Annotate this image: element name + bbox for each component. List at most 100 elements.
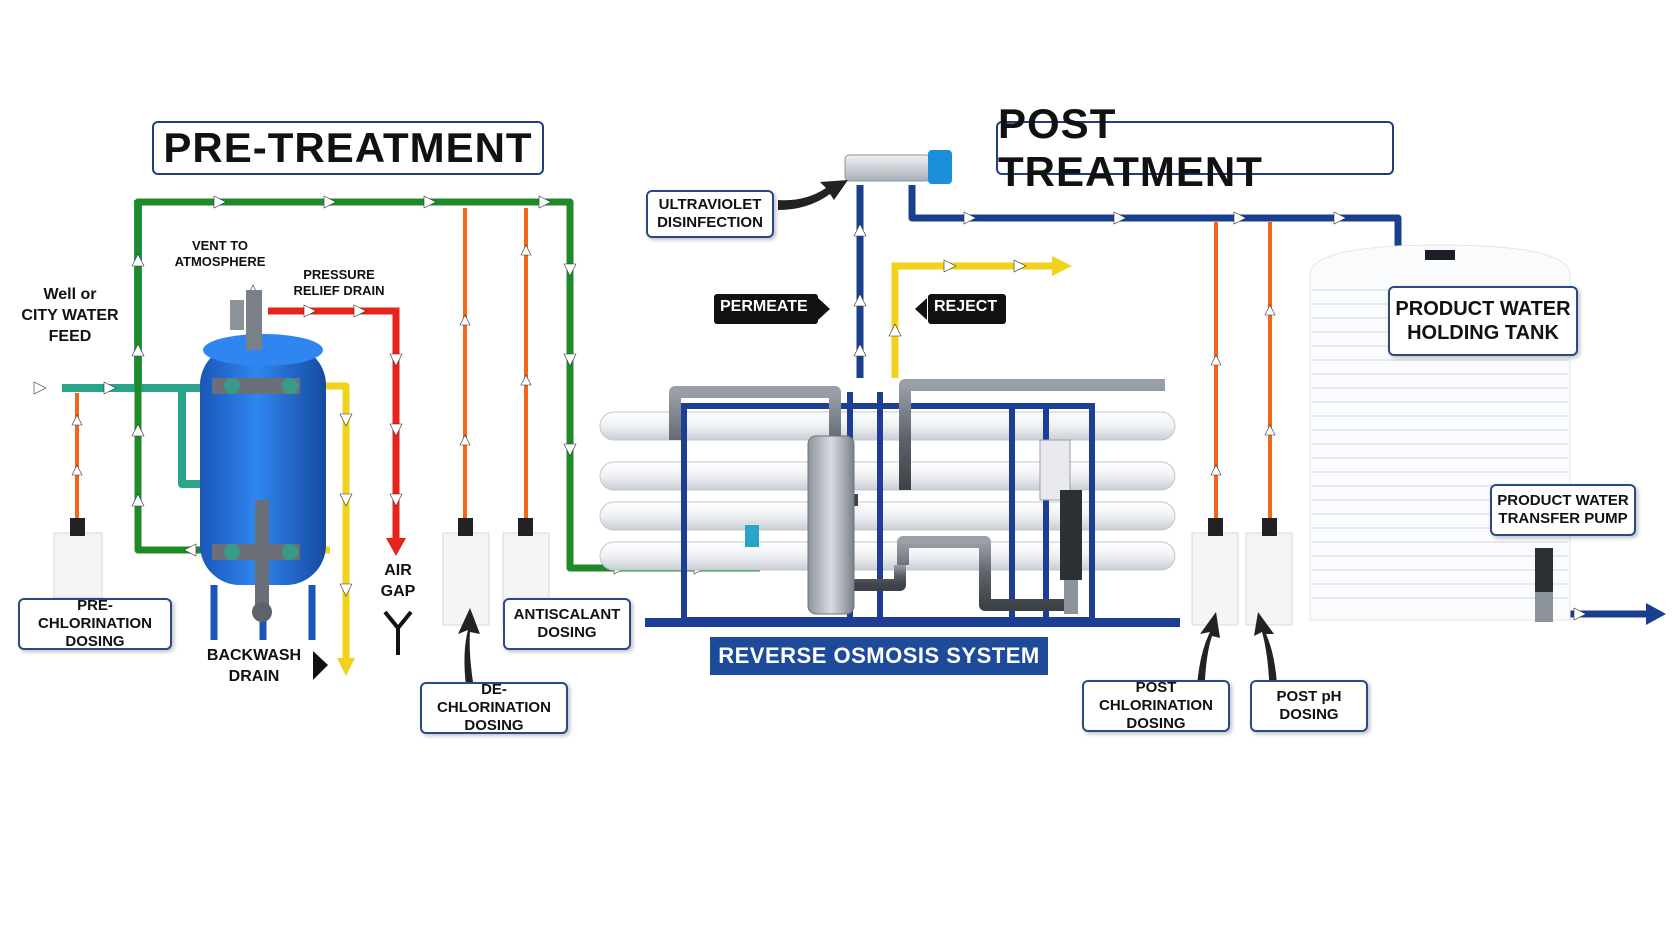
air-gap-line-2: GAP [380,583,416,600]
de-chlorination-line-1: DE-CHLORINATION [437,681,551,716]
flow-arrow-icon [853,223,867,237]
reject-pipe [891,262,1055,378]
flow-arrow-icon [1573,607,1587,621]
red-arrow-head [386,538,406,556]
product-tank-line-2: HOLDING TANK [1407,322,1559,344]
feed-line-1: Well or [43,286,97,303]
permeate-pointer-icon [818,298,830,320]
flow-arrow-icon [1333,211,1347,225]
flow-arrow-icon [963,211,977,225]
reject-pointer-icon [915,298,927,320]
uv-unit [844,150,952,184]
backwash-line-2: DRAIN [228,668,280,685]
pre-chlorination-label: PRE-CHLORINATION DOSING [18,597,172,650]
flow-arrow-icon [323,195,337,209]
flow-arrow-icon [303,304,317,318]
product-tank-label: PRODUCT WATER HOLDING TANK [1388,286,1578,356]
reject-tag: REJECT [928,294,1006,324]
flow-arrow-icon [943,259,957,273]
flow-arrow-icon [71,414,83,426]
air-gap-icon [383,610,413,655]
flow-arrow-icon [520,244,532,256]
vent-line-2: ATMOSPHERE [174,254,266,269]
flow-arrow-icon [131,343,145,357]
flow-arrow-icon [1233,211,1247,225]
flow-arrow-icon [1113,211,1127,225]
flow-arrow-icon [339,413,353,427]
flow-arrow-icon [538,195,552,209]
flow-arrow-icon [353,304,367,318]
post-chlorination-label: POST CHLORINATION DOSING [1082,679,1230,732]
vent-line-1: VENT TO [191,238,249,253]
pressure-line-1: PRESSURE [303,267,375,282]
flow-arrow-icon [853,293,867,307]
ro-system-banner: REVERSE OSMOSIS SYSTEM [710,637,1048,675]
ultraviolet-line-1: ULTRAVIOLET [658,196,762,213]
flow-arrow-icon [183,543,197,557]
pre-treatment-title: PRE-TREATMENT [152,121,544,175]
de-chlorination-label: DE-CHLORINATION DOSING [420,681,568,734]
flow-arrow-icon [71,464,83,476]
flow-arrow-icon [213,195,227,209]
flow-arrow-icon [131,423,145,437]
flow-arrow-icon [459,434,471,446]
post-treatment-title: POST TREATMENT [996,100,1394,195]
flow-arrow-icon [888,323,902,337]
multimedia-filter-vessel [200,290,326,640]
transfer-arrow-head [1646,603,1666,625]
vent-label: VENT TO ATMOSPHERE [160,238,280,270]
post-chlorination-line-1: POST CHLORINATION [1099,679,1213,714]
flow-arrows [33,195,1587,621]
flow-arrow-icon [131,493,145,507]
dosing-tanks [53,518,1293,626]
flow-arrow-icon [389,423,403,437]
backwash-drain-label: BACKWASH DRAIN [204,645,304,687]
feed-line-3: FEED [48,328,92,345]
permeate-tag: PERMEATE [714,294,818,324]
flow-arrow-icon [339,493,353,507]
transfer-pump-line-2: TRANSFER PUMP [1498,510,1628,527]
flow-arrow-icon [131,253,145,267]
flow-arrow-icon [520,374,532,386]
flow-arrow-icon [853,343,867,357]
flow-arrow-icon [1013,259,1027,273]
flow-arrow-icon [1264,424,1276,436]
pressure-line-2: RELIEF DRAIN [293,283,385,298]
pre-chlorination-line-2: DOSING [65,633,125,650]
post-chlorination-line-2: DOSING [1126,715,1186,732]
product-tank-line-1: PRODUCT WATER [1395,298,1571,320]
post-ph-line-1: POST pH [1276,688,1342,705]
flow-arrow-icon [563,263,577,277]
reject-arrow-head [1052,256,1072,276]
yellow-arrow-head [337,658,355,676]
flow-arrow-icon [389,353,403,367]
antiscalant-label: ANTISCALANT DOSING [503,598,631,650]
de-chlorination-line-2: DOSING [464,717,524,734]
pre-chlorination-line-1: PRE-CHLORINATION [38,597,152,632]
antiscalant-line-2: DOSING [537,624,597,641]
flow-arrow-icon [423,195,437,209]
ultraviolet-label: ULTRAVIOLET DISINFECTION [646,190,774,238]
post-ph-line-2: DOSING [1279,706,1339,723]
flow-arrow-icon [1210,464,1222,476]
ro-skid [599,379,1180,627]
green-filtered-pipe [134,198,760,572]
antiscalant-line-1: ANTISCALANT [513,606,621,623]
flow-arrow-icon [459,314,471,326]
ultraviolet-line-2: DISINFECTION [657,214,763,231]
flow-arrow-icon [1264,304,1276,316]
transfer-pump-label: PRODUCT WATER TRANSFER PUMP [1490,484,1636,536]
feed-label: Well or CITY WATER FEED [14,284,126,347]
flow-arrow-icon [1210,354,1222,366]
flow-arrow-icon [563,353,577,367]
backwash-line-1: BACKWASH [206,647,302,664]
backwash-pointer-icon [313,651,328,680]
air-gap-line-1: AIR [384,562,412,579]
flow-arrow-icon [103,381,117,395]
flow-arrow-icon [33,381,47,395]
flow-arrow-icon [389,493,403,507]
feed-line-2: CITY WATER [21,307,119,324]
flow-arrow-icon [339,583,353,597]
